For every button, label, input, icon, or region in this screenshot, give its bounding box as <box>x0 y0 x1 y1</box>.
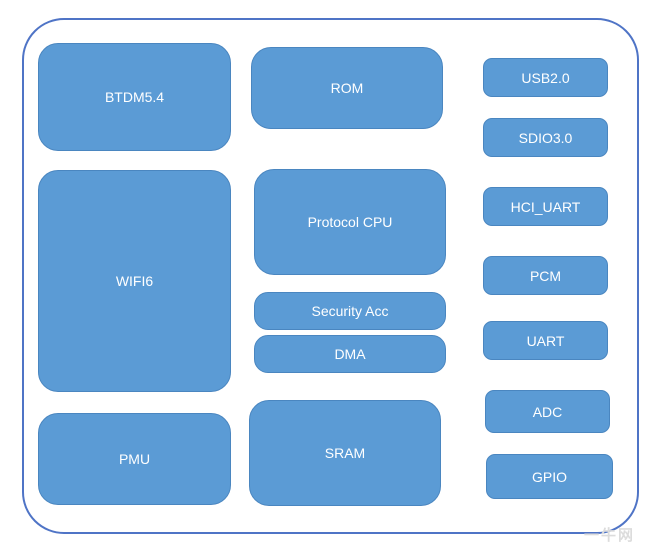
gpio-block: GPIO <box>486 454 613 499</box>
protocol-cpu-block: Protocol CPU <box>254 169 446 275</box>
pmu-block: PMU <box>38 413 231 505</box>
btdm-block: BTDM5.4 <box>38 43 231 151</box>
sdio-block: SDIO3.0 <box>483 118 608 157</box>
security-acc-block: Security Acc <box>254 292 446 330</box>
dma-block: DMA <box>254 335 446 373</box>
usb-block: USB2.0 <box>483 58 608 97</box>
sram-block: SRAM <box>249 400 441 506</box>
rom-block: ROM <box>251 47 443 129</box>
adc-block: ADC <box>485 390 610 433</box>
watermark: 一牛网 <box>583 527 635 544</box>
hci-uart-block: HCI_UART <box>483 187 608 226</box>
uart-block: UART <box>483 321 608 360</box>
chip-outline <box>22 18 639 534</box>
wifi-block: WIFI6 <box>38 170 231 392</box>
pcm-block: PCM <box>483 256 608 295</box>
